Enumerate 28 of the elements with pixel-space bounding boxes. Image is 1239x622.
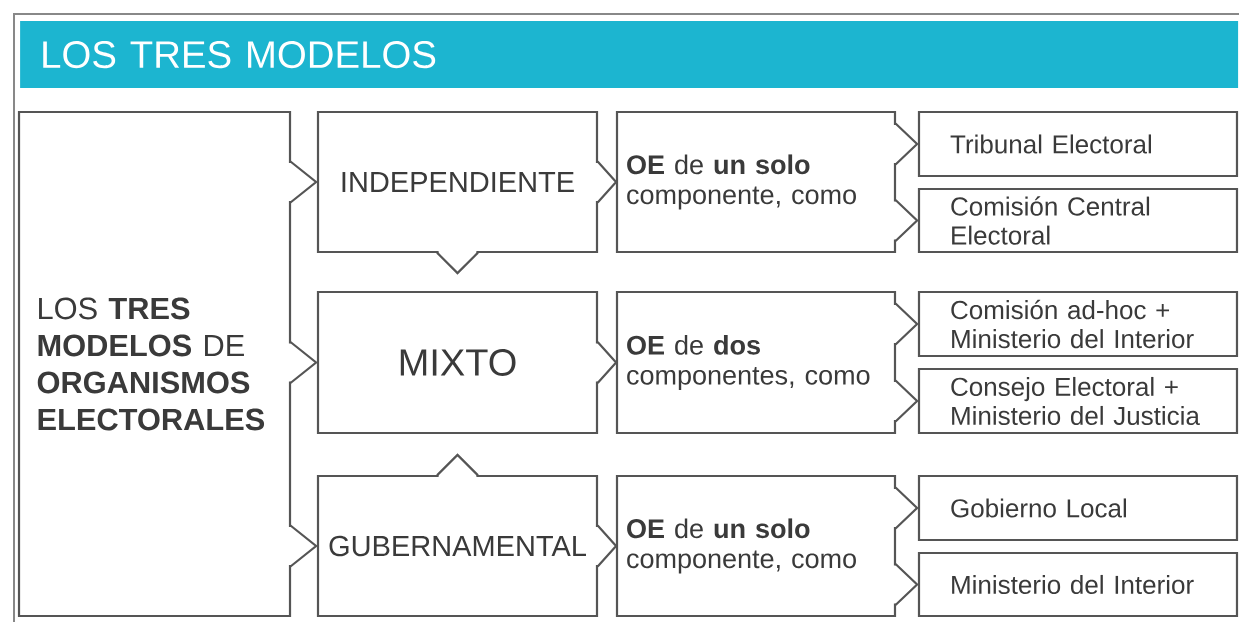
example-box: Comisión Central Electoral <box>917 187 1239 254</box>
description-box: OE de un solo componente, como <box>615 110 897 254</box>
model-box: INDEPENDIENTE <box>316 110 599 254</box>
chevron-arrow <box>895 379 919 423</box>
chevron-arrow <box>895 563 919 606</box>
example-box: Comisión ad-hoc + Ministerio del Interior <box>917 290 1239 358</box>
chevron-arrow <box>597 160 618 204</box>
model-box: MIXTO <box>316 290 599 435</box>
chevron-arrow <box>895 199 919 242</box>
description-box: OE de un solo componente, como <box>615 474 897 618</box>
chevron-arrow <box>597 341 618 384</box>
chevron-arrow <box>436 453 479 476</box>
chevron-arrow <box>895 122 919 166</box>
chevron-arrow <box>436 252 479 275</box>
example-box: Consejo Electoral + Ministerio del Justicia <box>917 367 1239 435</box>
example-box: Tribunal Electoral <box>917 110 1239 178</box>
chevron-arrow <box>290 341 318 384</box>
example-box: Ministerio del Interior <box>917 551 1239 618</box>
model-box: GUBERNAMENTAL <box>316 474 599 618</box>
category-box: LOS TRES MODELOS DE ORGANISMOS ELECTORALES <box>17 110 292 618</box>
example-box: Gobierno Local <box>917 474 1239 542</box>
chevron-arrow <box>290 160 318 204</box>
chevron-arrow <box>597 524 618 568</box>
description-box: OE de dos componentes, como <box>615 290 897 435</box>
title-banner: LOS TRES MODELOS <box>20 21 1239 89</box>
chevron-arrow <box>895 302 919 346</box>
chevron-arrow <box>895 486 919 530</box>
chevron-arrow <box>290 524 318 568</box>
